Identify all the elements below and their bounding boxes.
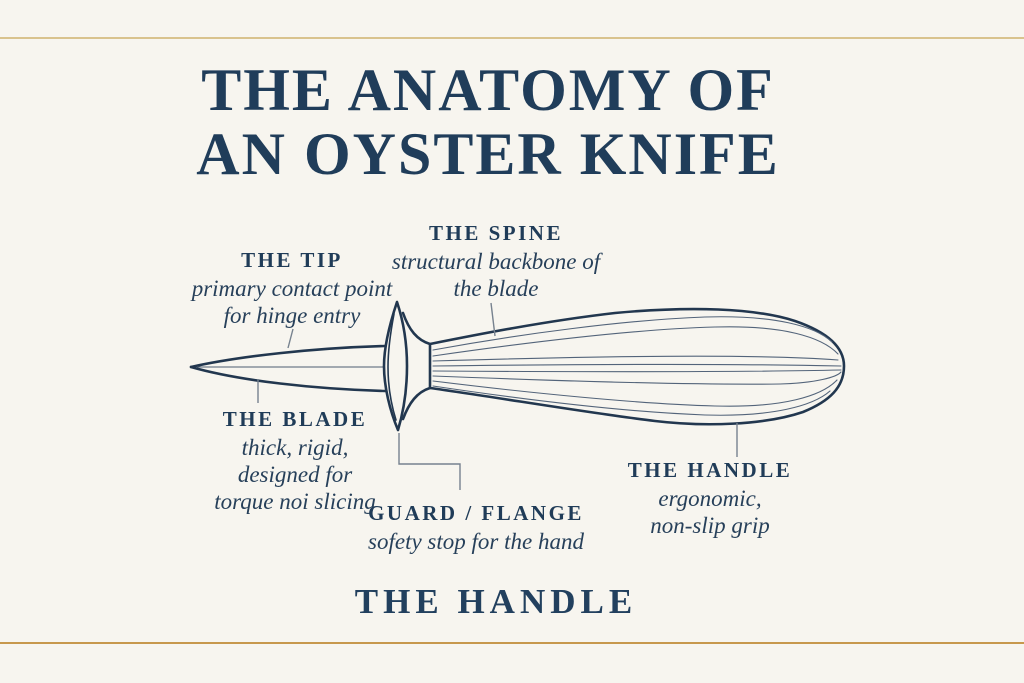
- handle-grain-line: [432, 371, 842, 385]
- blade-bottom-edge: [189, 365, 387, 393]
- guard-inner-line: [387, 313, 397, 421]
- handle-grain-line: [432, 379, 838, 407]
- page-title-line1: THE ANATOMY OF: [201, 57, 775, 123]
- bottom-border-line: [0, 642, 1024, 644]
- footer-title: THE HANDLE: [354, 582, 638, 621]
- top-border-line: [0, 37, 1024, 39]
- label-handle-desc-line: non-slip grip: [650, 513, 770, 538]
- label-handle: THE HANDLE ergonomic, non-slip grip: [628, 457, 792, 539]
- handle-grain-line: [432, 385, 831, 416]
- label-spine: THE SPINE structural backbone of the bla…: [392, 220, 600, 302]
- handle-grain-line: [432, 369, 842, 373]
- label-tip-desc-line: for hinge entry: [223, 303, 361, 328]
- handle-grain-line: [432, 326, 839, 357]
- label-spine-title: THE SPINE: [429, 221, 563, 245]
- leader-line-tip: [287, 328, 294, 349]
- label-blade-desc-line: torque noi slicing: [214, 489, 376, 514]
- label-guard: GUARD / FLANGE sofety stop for the hand: [368, 500, 584, 555]
- label-blade-title: THE BLADE: [222, 407, 368, 431]
- flange-top-curve: [401, 311, 432, 346]
- label-blade-desc-line: designed for: [237, 462, 353, 487]
- page-title-line2: AN OYSTER KNIFE: [196, 121, 780, 187]
- leader-line-spine: [490, 302, 496, 337]
- label-blade: THE BLADE thick, rigid, designed for tor…: [214, 406, 375, 515]
- handle-grain-line: [432, 316, 833, 351]
- label-guard-title: GUARD / FLANGE: [368, 501, 584, 525]
- label-guard-desc-line: sofety stop for the hand: [368, 529, 584, 554]
- page-title: THE ANATOMY OF AN OYSTER KNIFE: [196, 58, 779, 186]
- label-handle-title: THE HANDLE: [627, 458, 793, 482]
- flange-bottom-curve: [401, 386, 432, 421]
- label-blade-desc-line: thick, rigid,: [241, 435, 349, 460]
- blade-top-edge: [189, 344, 387, 369]
- label-spine-desc-line: the blade: [453, 276, 539, 301]
- handle-outline: [428, 307, 846, 426]
- guard-flange-shape: [382, 300, 409, 432]
- label-tip: THE TIP primary contact point for hinge …: [192, 247, 393, 329]
- label-tip-title: THE TIP: [241, 248, 343, 272]
- handle-grain-line: [432, 363, 842, 367]
- label-tip-desc-line: primary contact point: [191, 276, 393, 301]
- label-spine-desc-line: structural backbone of: [391, 249, 601, 274]
- leader-line-guard: [398, 433, 461, 490]
- handle-grain-line: [432, 355, 839, 362]
- label-handle-desc-line: ergonomic,: [658, 486, 762, 511]
